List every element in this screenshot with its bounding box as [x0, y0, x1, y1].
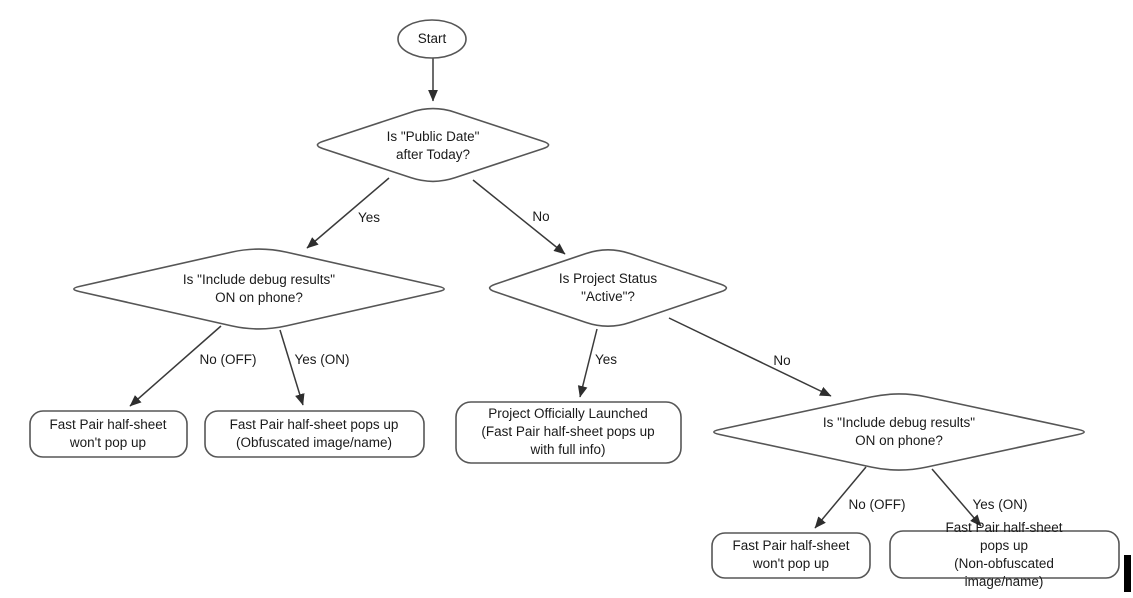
- result-launched-shape: [455, 401, 682, 464]
- decision-debug-left-label: Is "Include debug results" ON on phone?: [182, 272, 336, 305]
- result-non-obfuscated-label: Fast Pair half-sheet pops up (Non-obfusc…: [945, 520, 1063, 589]
- start-node-shape: [397, 19, 467, 59]
- decision-debug-right-label: Is "Include debug results" ON on phone?: [822, 415, 976, 448]
- edge-debug-right-no: [814, 466, 867, 529]
- result-launched-label: Project Officially Launched (Fast Pair h…: [481, 406, 655, 457]
- result-non-obfuscated-shape: [889, 530, 1120, 579]
- edge-debug-left-no: [129, 325, 222, 407]
- decision-debug-left-shape: [73, 248, 445, 330]
- edge-debug-left-yes: [279, 329, 305, 406]
- edge-label-project-status-yes: Yes: [594, 352, 618, 367]
- text-cursor: [1124, 555, 1131, 592]
- start-node-label: Start: [417, 31, 447, 46]
- edge-label-debug-right-no: No (OFF): [848, 497, 906, 512]
- edge-public-date-no: [472, 179, 566, 255]
- result-no-popup-left-label: Fast Pair half-sheet won't pop up: [49, 417, 167, 450]
- edge-label-public-date-no: No: [532, 209, 550, 224]
- edge-label-project-status-no: No: [773, 353, 791, 368]
- edge-project-status-no: [668, 317, 832, 397]
- flowchart-edges: [129, 58, 982, 529]
- flowchart-shapes: [29, 19, 1120, 579]
- edge-label-debug-left-no: No (OFF): [199, 352, 257, 367]
- edge-debug-right-yes: [931, 468, 982, 527]
- edge-label-debug-left-yes: Yes (ON): [294, 352, 350, 367]
- decision-debug-right-shape: [713, 393, 1085, 471]
- decision-public-date-shape: [316, 107, 550, 183]
- result-no-popup-left-shape: [29, 410, 188, 458]
- edge-label-public-date-yes: Yes: [357, 210, 381, 225]
- edge-project-status-yes: [577, 328, 598, 398]
- decision-public-date-label: Is "Public Date" after Today?: [386, 129, 480, 162]
- result-no-popup-right-label: Fast Pair half-sheet won't pop up: [732, 538, 850, 571]
- decision-project-status-shape: [488, 249, 728, 327]
- result-obfuscated-shape: [204, 410, 425, 458]
- edge-public-date-yes: [306, 177, 390, 249]
- edge-label-debug-right-yes: Yes (ON): [972, 497, 1028, 512]
- result-obfuscated-label: Fast Pair half-sheet pops up (Obfuscated…: [229, 417, 399, 450]
- result-no-popup-right-shape: [711, 532, 871, 579]
- decision-project-status-label: Is Project Status "Active"?: [558, 271, 658, 304]
